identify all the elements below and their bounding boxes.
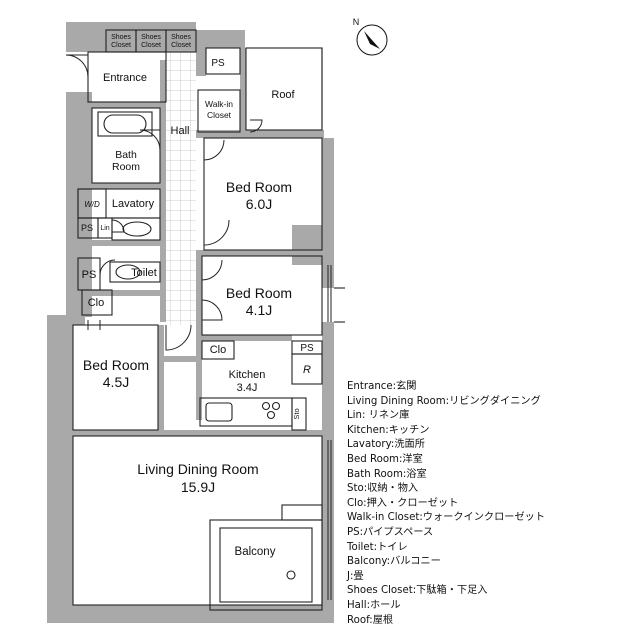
- shoes-closet-2-label-line: Closet: [141, 42, 161, 49]
- shoes-closet-1-label-line: Shoes: [111, 34, 131, 41]
- shoes-closet-2-label-line: Shoes: [141, 34, 161, 41]
- living-dining-room-label-line: Living Dining Room: [137, 461, 258, 477]
- doors: [65, 54, 263, 351]
- legend-entry: Sto:収納・物入: [347, 483, 419, 495]
- legend-entry: Entrance:玄関: [347, 381, 417, 392]
- legend-entry: Lavatory:洗面所: [347, 439, 425, 451]
- entrance-label-line: Entrance: [103, 72, 147, 84]
- legend-entry: Roof:屋根: [347, 614, 394, 626]
- shoes-closet-3-label-line: Closet: [171, 42, 191, 49]
- clo-center-label: Clo: [210, 344, 227, 356]
- walkin-closet-label-line: Closet: [207, 110, 232, 120]
- wd-label-line: W/D: [84, 200, 100, 209]
- entrance-label: Entrance: [103, 72, 147, 84]
- bed-room-b-label-line: Bed Room: [226, 285, 292, 301]
- balcony-label: Balcony: [235, 546, 276, 558]
- legend-entry: Kitchen:キッチン: [347, 424, 430, 436]
- clo-center-label-line: Clo: [210, 344, 227, 356]
- ps-lav-label: PS: [81, 223, 93, 233]
- clo-left-label: Clo: [88, 297, 105, 309]
- lavatory-label: Lavatory: [112, 198, 155, 210]
- room-legend: Entrance:玄関 Living Dining Room:リビングダイニング L…: [347, 380, 637, 628]
- kitchen-label-line: 3.4J: [237, 382, 258, 394]
- lavatory-label-line: Lavatory: [112, 198, 155, 210]
- roof-label: Roof: [271, 89, 295, 101]
- bed-room-a-label-line: 6.0J: [246, 196, 272, 212]
- bed-room-c-label-line: 4.5J: [103, 374, 129, 390]
- refrigerator-label-line: R: [303, 364, 311, 376]
- bed-room-c-label-line: Bed Room: [83, 357, 149, 373]
- hall-floor: [166, 50, 196, 325]
- clo-left-label-line: Clo: [88, 297, 105, 309]
- bed-room-b-label-line: 4.1J: [246, 302, 272, 318]
- legend-entry: Balcony:バルコニー: [347, 556, 441, 568]
- legend-entry: PS:パイプスペース: [347, 526, 434, 538]
- legend-entry: Toilet:トイレ: [347, 541, 408, 553]
- bath-room-label-line: Bath: [115, 149, 137, 161]
- living-dining-room-label-line: 15.9J: [181, 479, 215, 495]
- legend-entry: Walk-in Closet:ウォークインクローゼット: [347, 512, 546, 524]
- legend-entry: Shoes Closet:下駄箱・下足入: [347, 585, 488, 597]
- legend-entry: Hall:ホール: [347, 599, 401, 611]
- ps-top-label-line: PS: [211, 58, 225, 69]
- north-arrow-icon: N: [353, 17, 388, 56]
- ps-kitchen-label-line: PS: [300, 343, 314, 354]
- lin-label-line: Lin: [100, 225, 109, 232]
- ps-toilet-label: PS: [82, 269, 97, 281]
- roof-label-line: Roof: [271, 89, 295, 101]
- legend-entry: Lin: リネン庫: [347, 410, 410, 422]
- refrigerator-label: R: [303, 364, 311, 376]
- toilet-label-line: Toilet: [131, 267, 157, 279]
- bed-room-a-label-line: Bed Room: [226, 179, 292, 195]
- ps-top-label: PS: [211, 58, 225, 69]
- legend-entry: Bed Room:洋室: [347, 453, 423, 465]
- hall-label-line: Hall: [171, 125, 190, 137]
- legend-entry: Clo:押入・クローゼット: [347, 497, 459, 509]
- shoes-closet-1-label-line: Closet: [111, 42, 131, 49]
- hall-label: Hall: [171, 125, 190, 137]
- bath-room-label-line: Room: [112, 161, 140, 173]
- ps-kitchen-label: PS: [300, 343, 314, 354]
- wd-label: W/D: [84, 200, 100, 209]
- shoes-closet-3-label-line: Shoes: [171, 34, 191, 41]
- windows: [327, 265, 332, 600]
- ps-lav-label-line: PS: [81, 223, 93, 233]
- kitchen-label-line: Kitchen: [229, 369, 266, 381]
- living-dining-room-label: Living Dining Room 15.9J: [137, 461, 258, 495]
- sto-label-line: Sto: [292, 408, 301, 419]
- balcony-label-line: Balcony: [235, 546, 276, 558]
- legend-entry: Living Dining Room:リビングダイニング: [347, 395, 541, 407]
- ps-toilet-label-line: PS: [82, 269, 97, 281]
- lin-label: Lin: [100, 225, 109, 232]
- legend-entry: Bath Room:浴室: [347, 468, 427, 480]
- walkin-closet-label-line: Walk-in: [205, 99, 233, 109]
- legend-entry: J:畳: [347, 570, 364, 582]
- toilet-label: Toilet: [131, 267, 157, 279]
- north-label: N: [353, 17, 360, 27]
- sto-label: Sto: [292, 408, 301, 419]
